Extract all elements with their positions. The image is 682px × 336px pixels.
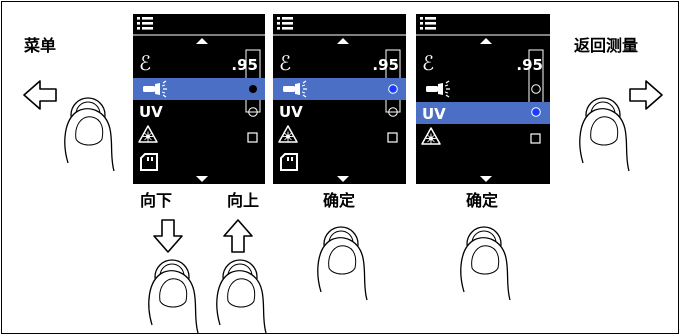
menu-list-icon <box>420 17 436 30</box>
finger-press-icon <box>64 97 115 172</box>
menu-row-highlight <box>416 102 550 124</box>
right-arrow-icon <box>629 80 663 110</box>
emissivity-value: .95 <box>516 56 543 74</box>
flashlight-radio <box>531 84 541 94</box>
confirm-caption-2: 确定 <box>466 191 499 210</box>
uv-radio <box>531 107 541 117</box>
emissivity-icon: ℰ <box>139 51 151 75</box>
menu-row-highlight <box>133 78 265 100</box>
uv-label: UV <box>422 105 446 123</box>
finger-press-icon <box>317 226 368 301</box>
flashlight-radio <box>249 85 257 93</box>
uv-label: UV <box>279 103 303 121</box>
uv-label: UV <box>139 103 163 121</box>
up-arrow-icon <box>223 219 253 253</box>
emissivity-value: .95 <box>231 56 258 74</box>
menu-list-icon <box>137 17 153 30</box>
finger-press-icon <box>460 226 511 301</box>
device-screen-3: ℰ .95 UV <box>416 14 550 184</box>
left-arrow-icon <box>23 80 57 110</box>
laser-checkbox <box>247 132 258 143</box>
device-screen-1: ℰ .95 UV <box>133 14 265 184</box>
up-caption: 向上 <box>227 191 260 210</box>
uv-radio <box>388 107 398 117</box>
confirm-caption-1: 确定 <box>323 191 356 210</box>
laser-checkbox <box>387 132 398 143</box>
finger-press-icon <box>216 259 267 334</box>
return-measure-caption: 返回测量 <box>574 36 639 55</box>
menu-caption: 菜单 <box>24 36 57 55</box>
finger-press-icon <box>148 259 199 334</box>
uv-radio <box>248 107 258 117</box>
down-caption: 向下 <box>140 191 173 210</box>
finger-press-icon <box>579 97 630 172</box>
down-arrow-icon <box>153 219 183 253</box>
emissivity-icon: ℰ <box>422 51 434 75</box>
emissivity-icon: ℰ <box>279 51 291 75</box>
laser-checkbox <box>530 133 541 144</box>
device-screen-2: ℰ .95 UV <box>273 14 406 184</box>
menu-row-highlight <box>273 78 406 100</box>
menu-list-icon <box>277 17 293 30</box>
flashlight-radio <box>388 84 398 94</box>
